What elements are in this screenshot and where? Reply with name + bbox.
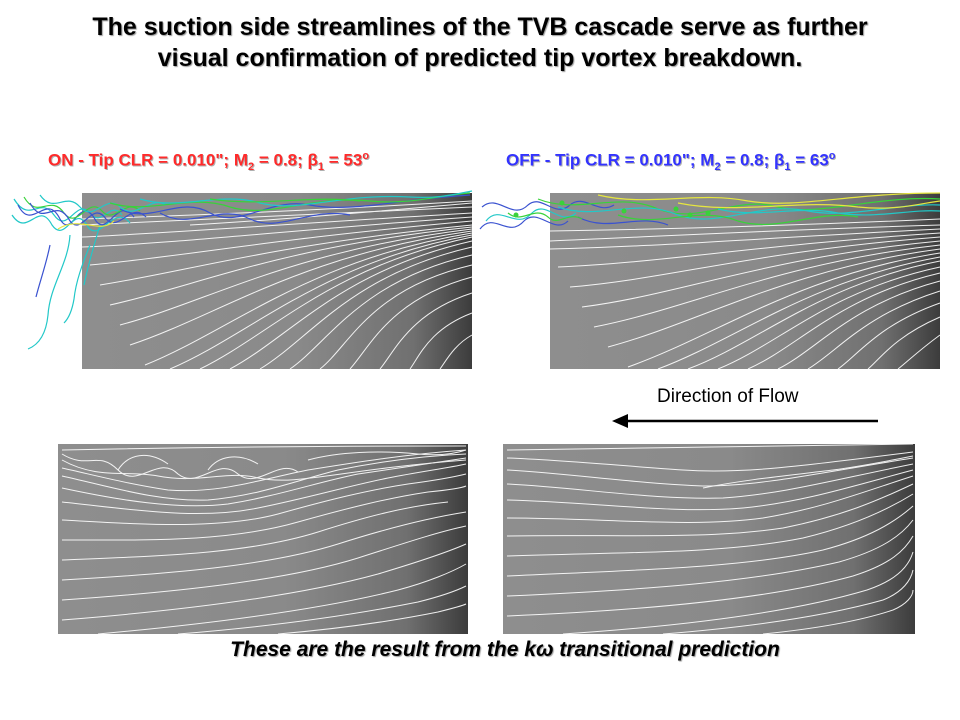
flow-direction-arrow-icon	[612, 414, 878, 428]
footer-caption: These are the result from the kω transit…	[230, 638, 780, 661]
streamline-plot-komega-off	[503, 443, 915, 635]
surface-streamlines	[81, 200, 473, 370]
direction-of-flow-label: Direction of Flow	[657, 386, 799, 407]
tip-vortex-streamlines	[11, 190, 473, 350]
surface-streamlines	[61, 445, 467, 635]
streamline-plot-off	[479, 192, 941, 370]
surface-streamlines	[506, 443, 914, 635]
flow-markers	[513, 200, 711, 218]
panel-off-tip-vortex	[478, 185, 943, 375]
panel-komega-off	[503, 440, 915, 636]
streamline-plot-komega-on	[58, 444, 468, 635]
title-line-1: The suction side streamlines of the TVB …	[92, 13, 868, 41]
surface-streamlines	[549, 218, 941, 370]
panel-komega-on	[58, 440, 468, 636]
tip-vortex-streamlines	[479, 192, 941, 230]
label-off-case: OFF - Tip CLR = 0.010"; M2 = 0.8; β1 = 6…	[506, 150, 836, 174]
label-on-case: ON - Tip CLR = 0.010"; M2 = 0.8; β1 = 53…	[48, 150, 370, 174]
slide-title: The suction side streamlines of the TVB …	[0, 12, 960, 74]
blade-surface	[550, 193, 940, 369]
streamline-plot-on	[11, 190, 473, 370]
panel-on-tip-vortex	[10, 185, 475, 375]
blade-surface	[503, 444, 915, 634]
title-line-2: visual confirmation of predicted tip vor…	[157, 44, 803, 72]
blade-surface	[58, 444, 468, 634]
